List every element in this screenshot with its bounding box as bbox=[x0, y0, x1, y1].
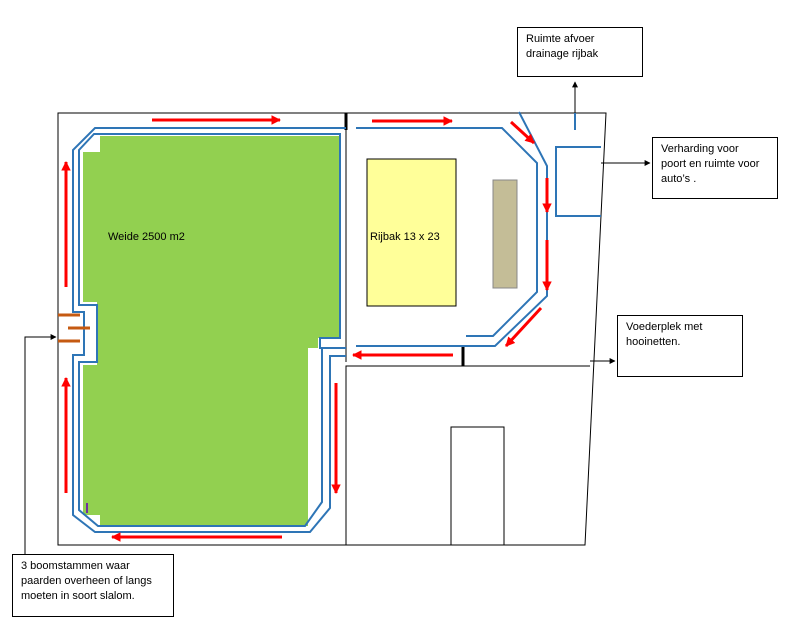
note-verharding-line-3: auto’s . bbox=[661, 173, 697, 185]
track-outer bbox=[72, 127, 346, 533]
note-verharding-line-2: poort en ruimte voor bbox=[661, 158, 760, 170]
verharding-box bbox=[555, 146, 601, 217]
rijbak-label: Rijbak 13 x 23 bbox=[370, 231, 440, 243]
arrow-diag-bottom bbox=[504, 306, 543, 348]
connector-boomstammen bbox=[24, 334, 57, 554]
note-boomstammen: 3 boomstammen waar paarden overheen of l… bbox=[12, 554, 174, 617]
track-right-2 bbox=[356, 111, 548, 347]
note-boomstammen-line-3: moeten in soort slalom. bbox=[21, 590, 135, 602]
note-voederplek-line-1: Voederplek met bbox=[626, 321, 703, 333]
note-boomstammen-line-1: 3 boomstammen waar bbox=[21, 560, 130, 572]
track-right bbox=[356, 127, 538, 337]
fence-inner bbox=[345, 365, 590, 545]
note-drainage: Ruimte afvoer drainage rijbak bbox=[517, 27, 643, 77]
note-boomstammen-line-2: paarden overheen of langs bbox=[21, 575, 152, 587]
weide-pasture bbox=[83, 136, 340, 526]
note-drainage-line-2: drainage rijbak bbox=[526, 48, 599, 60]
note-verharding-line-1: Verharding voor bbox=[661, 143, 739, 155]
logs bbox=[58, 313, 90, 343]
arrow-diag-top bbox=[509, 120, 536, 145]
note-voederplek: Voederplek met hooinetten. bbox=[617, 315, 743, 377]
note-voederplek-line-2: hooinetten. bbox=[626, 336, 681, 348]
direction-arrows bbox=[61, 115, 552, 542]
track-inner bbox=[78, 133, 346, 527]
note-verharding: Verharding voor poort en ruimte voor aut… bbox=[652, 137, 778, 199]
note-drainage-line-1: Ruimte afvoer bbox=[526, 33, 595, 45]
rijbak-arena bbox=[366, 158, 457, 307]
hay-feeder bbox=[492, 179, 518, 289]
weide-label: Weide 2500 m2 bbox=[108, 231, 185, 243]
callout-connectors bbox=[24, 81, 651, 554]
stable bbox=[450, 426, 505, 546]
